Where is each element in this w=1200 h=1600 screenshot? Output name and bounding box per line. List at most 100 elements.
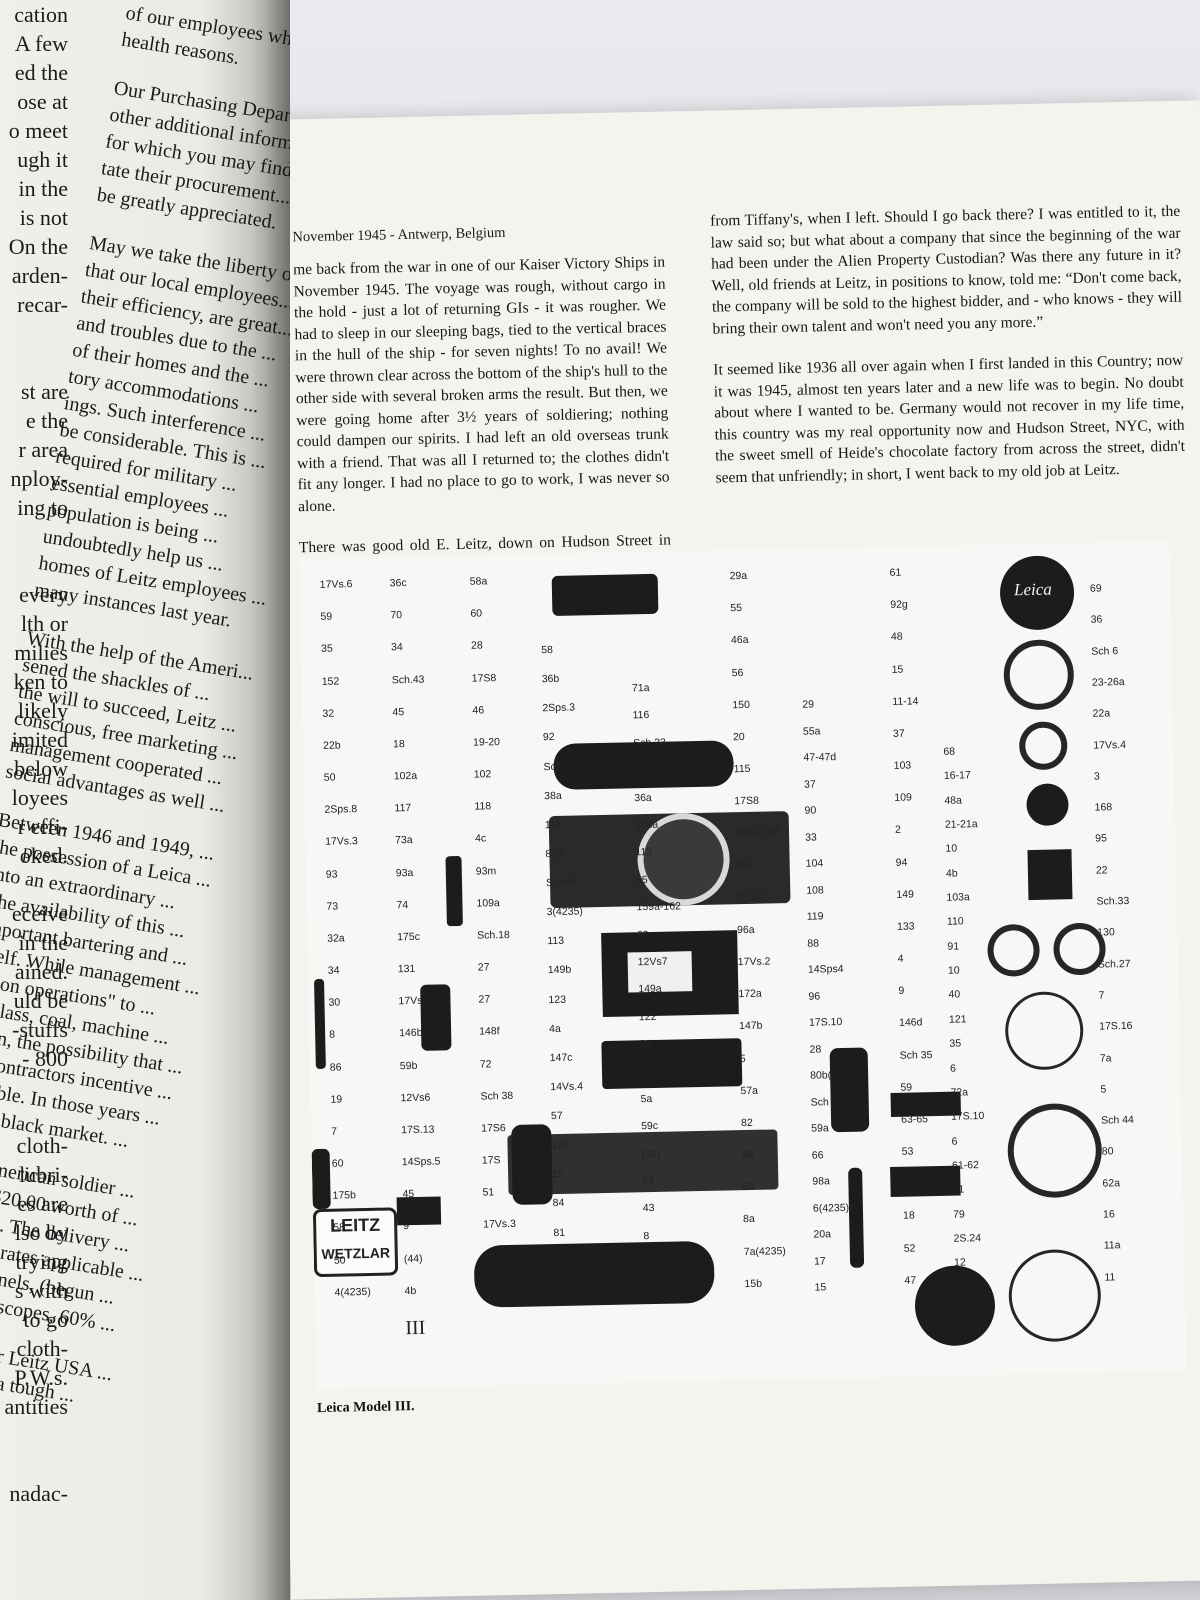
part-number-label: 73a bbox=[394, 834, 413, 847]
part-number-label: 61 bbox=[889, 566, 902, 579]
part-number-label: 32 bbox=[322, 707, 335, 720]
edge-text-line: every bbox=[19, 582, 68, 607]
edge-text-line: st are bbox=[20, 379, 68, 404]
part-number-label: 17S bbox=[481, 1154, 501, 1167]
lens-mount-part bbox=[1006, 1102, 1103, 1199]
part-number-label: 108 bbox=[806, 884, 824, 897]
focus-ring-part bbox=[1004, 990, 1085, 1071]
exploded-parts-figure: Leica bbox=[299, 541, 1187, 1390]
part-number-label: 17Vs.4 bbox=[1093, 738, 1127, 752]
part-number-label: 148f bbox=[479, 1025, 500, 1039]
part-number-label: 8a bbox=[743, 1213, 755, 1226]
part-number-label: 42(44) bbox=[483, 1250, 515, 1264]
part-number-label: 172a bbox=[738, 987, 762, 1001]
part-number-label: 19-20 bbox=[472, 735, 501, 749]
cylinder-part bbox=[829, 1047, 870, 1133]
part-number-label: 92g bbox=[890, 598, 908, 612]
part-number-label: 35 bbox=[949, 1037, 962, 1050]
part-number-label: 11a bbox=[1103, 1239, 1121, 1252]
edge-text-line: below bbox=[14, 756, 68, 781]
edge-text-line: uld be bbox=[13, 988, 68, 1013]
part-number-label: 18 bbox=[902, 1209, 915, 1223]
part-number-label: 130 bbox=[1097, 926, 1115, 939]
part-number-label: 40 bbox=[948, 988, 961, 1002]
part-number-label: 113 bbox=[547, 935, 565, 948]
lens-ring-part bbox=[987, 923, 1041, 977]
part-number-label: 86 bbox=[329, 1061, 342, 1074]
part-number-label: 11-14 bbox=[892, 695, 919, 708]
part-number-label: 45 bbox=[402, 1188, 415, 1201]
part-number-label: 34 bbox=[327, 964, 340, 977]
part-number-label: 4c bbox=[474, 832, 487, 846]
edge-text-line: -stuffs bbox=[12, 1017, 68, 1042]
lens-hood-part bbox=[1027, 849, 1073, 901]
part-number-label: 34 bbox=[639, 1038, 652, 1051]
model-numeral: III bbox=[405, 1316, 426, 1340]
edge-text-line: cloth- bbox=[16, 1336, 68, 1361]
part-number-label: 51 bbox=[482, 1186, 495, 1199]
part-number-label: Sch 44 bbox=[1101, 1114, 1134, 1127]
part-number-label: 38a bbox=[544, 789, 562, 802]
part-number-label: 74 bbox=[396, 898, 409, 912]
part-number-label: 92 bbox=[542, 731, 555, 744]
part-number-label: 96 bbox=[808, 990, 821, 1003]
paragraph: Between 1946 and 1949, ...the possession… bbox=[0, 807, 257, 1168]
shutter-disc-part bbox=[914, 1264, 996, 1347]
part-number-label: 110 bbox=[946, 915, 964, 929]
part-number-label: 131 bbox=[397, 963, 416, 976]
part-number-label: 55a bbox=[802, 724, 821, 738]
part-number-label: 15 bbox=[814, 1281, 827, 1295]
part-number-label: 17Vs.3 bbox=[483, 1218, 517, 1232]
part-number-label: 147b bbox=[738, 1020, 763, 1033]
right-page: November 1945 - Antwerp, Belgium me back… bbox=[260, 100, 1200, 1600]
part-number-label: 18 bbox=[392, 737, 405, 751]
part-number-label: 28 bbox=[809, 1043, 822, 1056]
part-number-label: 43 bbox=[642, 1202, 655, 1215]
edge-text-line: arden- bbox=[11, 263, 68, 288]
part-number-label: 7a bbox=[1099, 1051, 1112, 1065]
part-number-label: 15c bbox=[644, 1284, 662, 1297]
part-number-label: 60 bbox=[470, 607, 483, 620]
part-number-label: Sch 35 bbox=[899, 1048, 933, 1062]
part-number-label: 116 bbox=[632, 709, 650, 722]
part-number-label: 15 bbox=[552, 1168, 564, 1181]
part-number-label: 118 bbox=[474, 800, 492, 813]
edge-text-line: lth or bbox=[20, 611, 68, 636]
part-number-label: 36c bbox=[389, 577, 407, 590]
part-number-label: 85 bbox=[635, 873, 648, 887]
part-number-label: 17S.13 bbox=[401, 1123, 435, 1137]
part-number-label: 48 bbox=[890, 630, 903, 644]
part-number-label: 89a bbox=[735, 859, 754, 872]
edge-text-line: imited bbox=[11, 727, 68, 752]
part-number-label: 7 bbox=[1098, 989, 1105, 1002]
part-number-label: 175c bbox=[397, 930, 421, 944]
part-number-label: 30 bbox=[328, 996, 341, 1010]
part-number-label: 68 bbox=[943, 745, 956, 758]
part-number-label: 58 bbox=[333, 1221, 346, 1235]
part-number-label: 17S.10 bbox=[950, 1110, 985, 1123]
part-number-label: 2 bbox=[894, 824, 901, 837]
mechanism-part bbox=[601, 1038, 743, 1090]
part-number-label: 4 bbox=[897, 952, 904, 965]
part-number-label: 14Sps4 bbox=[807, 963, 844, 976]
edge-text-line: loyees bbox=[11, 785, 68, 810]
part-number-label: 96a bbox=[736, 923, 755, 937]
lens-cap-part: Leica bbox=[999, 555, 1075, 631]
part-number-label: Sch.33 bbox=[1096, 894, 1130, 908]
edge-text-line: A few bbox=[14, 31, 68, 56]
spine-shadow bbox=[250, 0, 290, 1600]
part-number-label: 10 bbox=[947, 964, 960, 977]
part-number-label: 70 bbox=[390, 609, 403, 622]
part-number-label: 33 bbox=[805, 831, 817, 844]
edge-text-line: ken to bbox=[13, 669, 68, 694]
part-number-label: 37 bbox=[803, 778, 816, 791]
part-number-label: Sch 6 bbox=[1091, 644, 1119, 658]
part-number-label: 5 bbox=[1100, 1083, 1107, 1096]
part-number-label: 59b bbox=[399, 1059, 418, 1072]
part-number-label: 21-21a bbox=[944, 818, 978, 831]
part-number-label: 4(4235) bbox=[334, 1285, 371, 1299]
edge-text-line: antities bbox=[4, 1394, 68, 1419]
part-number-label: 52 bbox=[903, 1242, 916, 1255]
part-number-label: 80b(4235) bbox=[810, 1068, 859, 1082]
edge-text-line: nadac- bbox=[9, 1481, 68, 1506]
